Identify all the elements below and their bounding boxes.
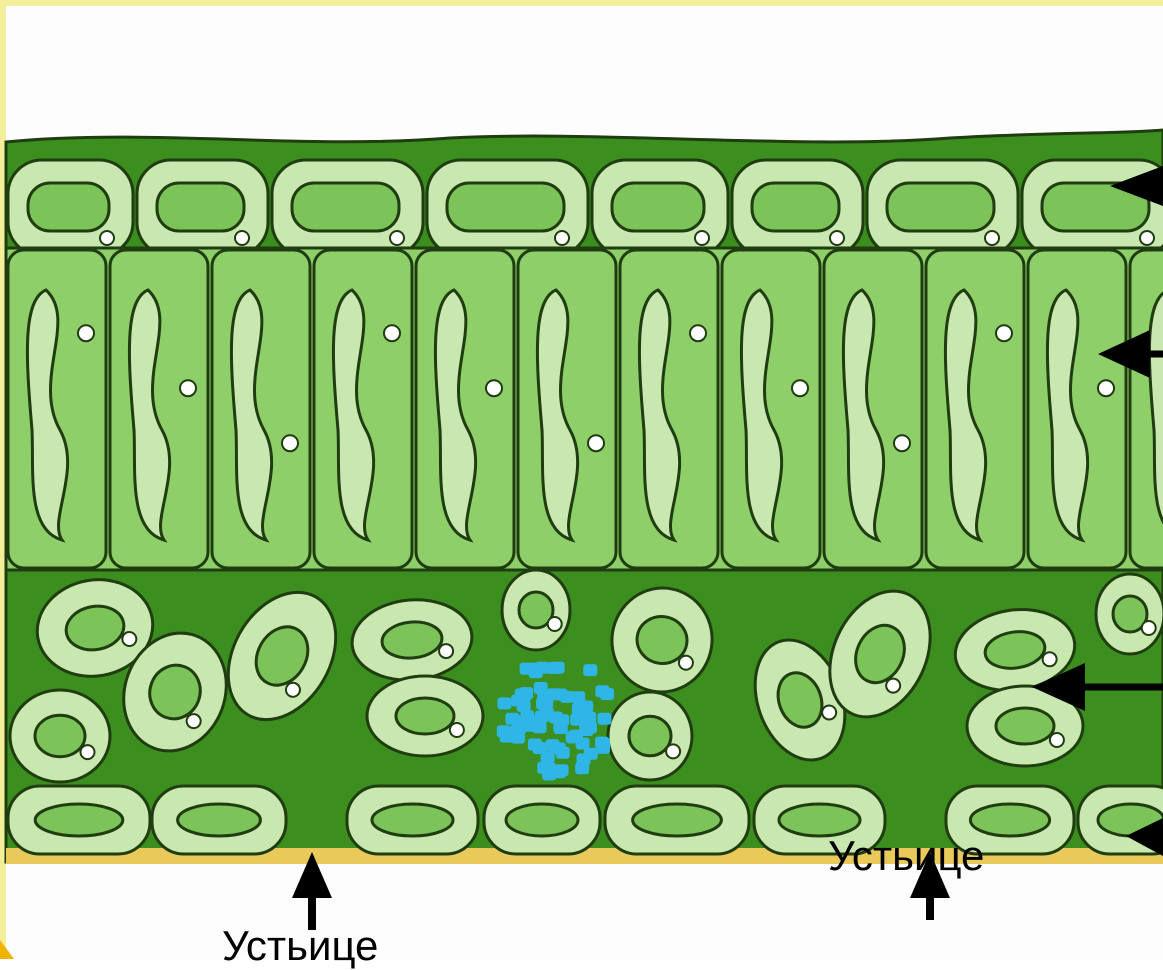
nucleus	[830, 231, 844, 245]
epidermis-vacuole	[612, 183, 704, 231]
spongy-cell	[1096, 574, 1163, 654]
epidermis-vacuole	[447, 183, 564, 231]
xylem-cell	[542, 768, 556, 780]
nucleus	[450, 723, 464, 737]
xylem-cell	[536, 698, 550, 710]
xylem-cell	[595, 685, 609, 697]
nucleus	[792, 380, 808, 396]
xylem-cell	[520, 663, 534, 675]
nucleus	[78, 325, 94, 341]
nucleus	[486, 380, 502, 396]
nucleus	[666, 744, 680, 758]
epidermis-vacuole	[292, 183, 399, 231]
xylem-cell	[570, 714, 584, 726]
xylem-cell	[553, 689, 567, 701]
nucleus	[1050, 733, 1064, 747]
xylem-cell	[582, 712, 596, 724]
nucleus	[588, 435, 604, 451]
nucleus	[439, 643, 454, 658]
lower-epidermis-vacuole	[372, 804, 453, 836]
xylem-cell	[579, 724, 593, 736]
xylem-cell	[596, 742, 610, 754]
xylem-cell	[497, 725, 511, 737]
spongy-cell	[502, 570, 570, 650]
palisade-mesophyll	[6, 248, 1163, 570]
xylem-cell	[515, 689, 529, 701]
spongy-cell	[10, 690, 110, 782]
xylem-cell	[555, 764, 569, 776]
xylem-cell	[535, 662, 549, 674]
epidermis-vacuole	[28, 183, 109, 231]
lower-epidermis-vacuole	[178, 804, 261, 836]
nucleus	[1142, 621, 1156, 635]
xylem-cell	[497, 697, 511, 709]
nucleus	[81, 745, 95, 759]
nucleus	[282, 435, 298, 451]
nucleus	[384, 325, 400, 341]
nucleus	[690, 325, 706, 341]
spongy-cell	[367, 676, 483, 756]
spongy-cell	[608, 692, 692, 780]
corner-mark	[0, 940, 14, 959]
nucleus	[1042, 651, 1058, 667]
chloroplast	[35, 715, 85, 756]
xylem-cell	[566, 731, 580, 743]
nucleus	[390, 231, 404, 245]
lower-epidermis-vacuole	[506, 804, 578, 836]
lower-epidermis	[8, 786, 1163, 854]
chloroplast	[996, 708, 1054, 744]
xylem-cell	[534, 682, 548, 694]
lower-epidermis-vacuole	[35, 804, 123, 836]
lower-epidermis-vacuole	[633, 804, 722, 836]
chloroplast	[629, 716, 671, 756]
xylem-cell	[598, 713, 612, 725]
nucleus	[180, 380, 196, 396]
stoma-label-left: Устьице	[222, 922, 378, 970]
nucleus	[894, 435, 910, 451]
nucleus	[235, 231, 249, 245]
nucleus	[1140, 231, 1154, 245]
nucleus	[100, 231, 114, 245]
xylem-cell	[552, 742, 566, 754]
xylem-cell	[583, 664, 597, 676]
xylem-cell	[533, 721, 547, 733]
epidermis-vacuole	[752, 183, 839, 231]
chloroplast	[396, 698, 454, 734]
xylem-cell	[547, 662, 561, 674]
nucleus	[555, 231, 569, 245]
xylem-cell	[517, 700, 531, 712]
nucleus	[985, 231, 999, 245]
epidermis-vacuole	[887, 183, 994, 231]
xylem-cell	[549, 712, 563, 724]
nucleus	[548, 617, 562, 631]
stoma-label-right: Устьице	[828, 832, 984, 880]
xylem-cell	[535, 711, 549, 723]
epidermis-vacuole	[157, 183, 244, 231]
xylem-cell	[584, 748, 598, 760]
xylem-cell	[512, 715, 526, 727]
nucleus	[695, 231, 709, 245]
nucleus	[1098, 380, 1114, 396]
nucleus	[996, 325, 1012, 341]
